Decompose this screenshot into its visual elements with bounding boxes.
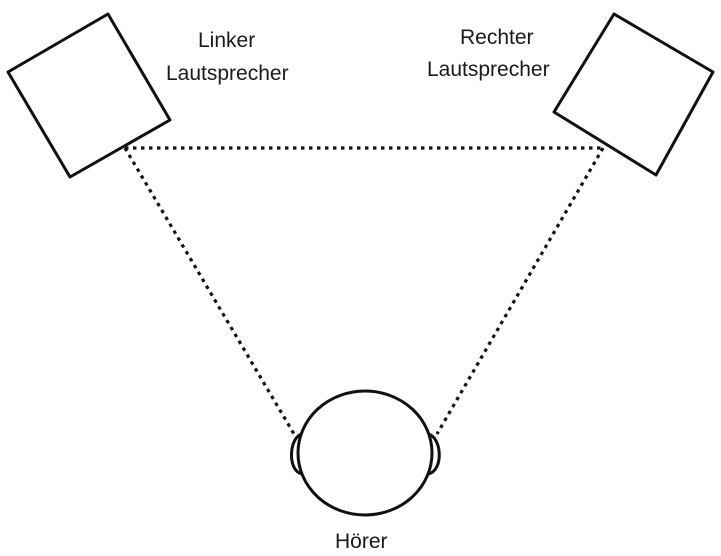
left-speaker-label: Linker Lautsprecher	[166, 29, 289, 85]
right-speaker-label: Rechter Lautsprecher	[427, 26, 550, 81]
left-speaker-label-line1: Linker	[198, 29, 255, 52]
right-speaker-label-line2: Lautsprecher	[427, 58, 550, 81]
left-speaker-to-listener-line	[123, 147, 296, 435]
head-circle	[296, 389, 434, 517]
left-speaker-icon	[6, 12, 172, 179]
right-speaker-label-line1: Rechter	[460, 26, 534, 49]
right-speaker-icon	[552, 12, 715, 177]
right-speaker-to-listener-line	[435, 147, 605, 435]
listener-label: Hörer	[335, 530, 388, 553]
listener-head-icon	[290, 389, 441, 517]
left-speaker-label-line2: Lautsprecher	[166, 62, 289, 85]
